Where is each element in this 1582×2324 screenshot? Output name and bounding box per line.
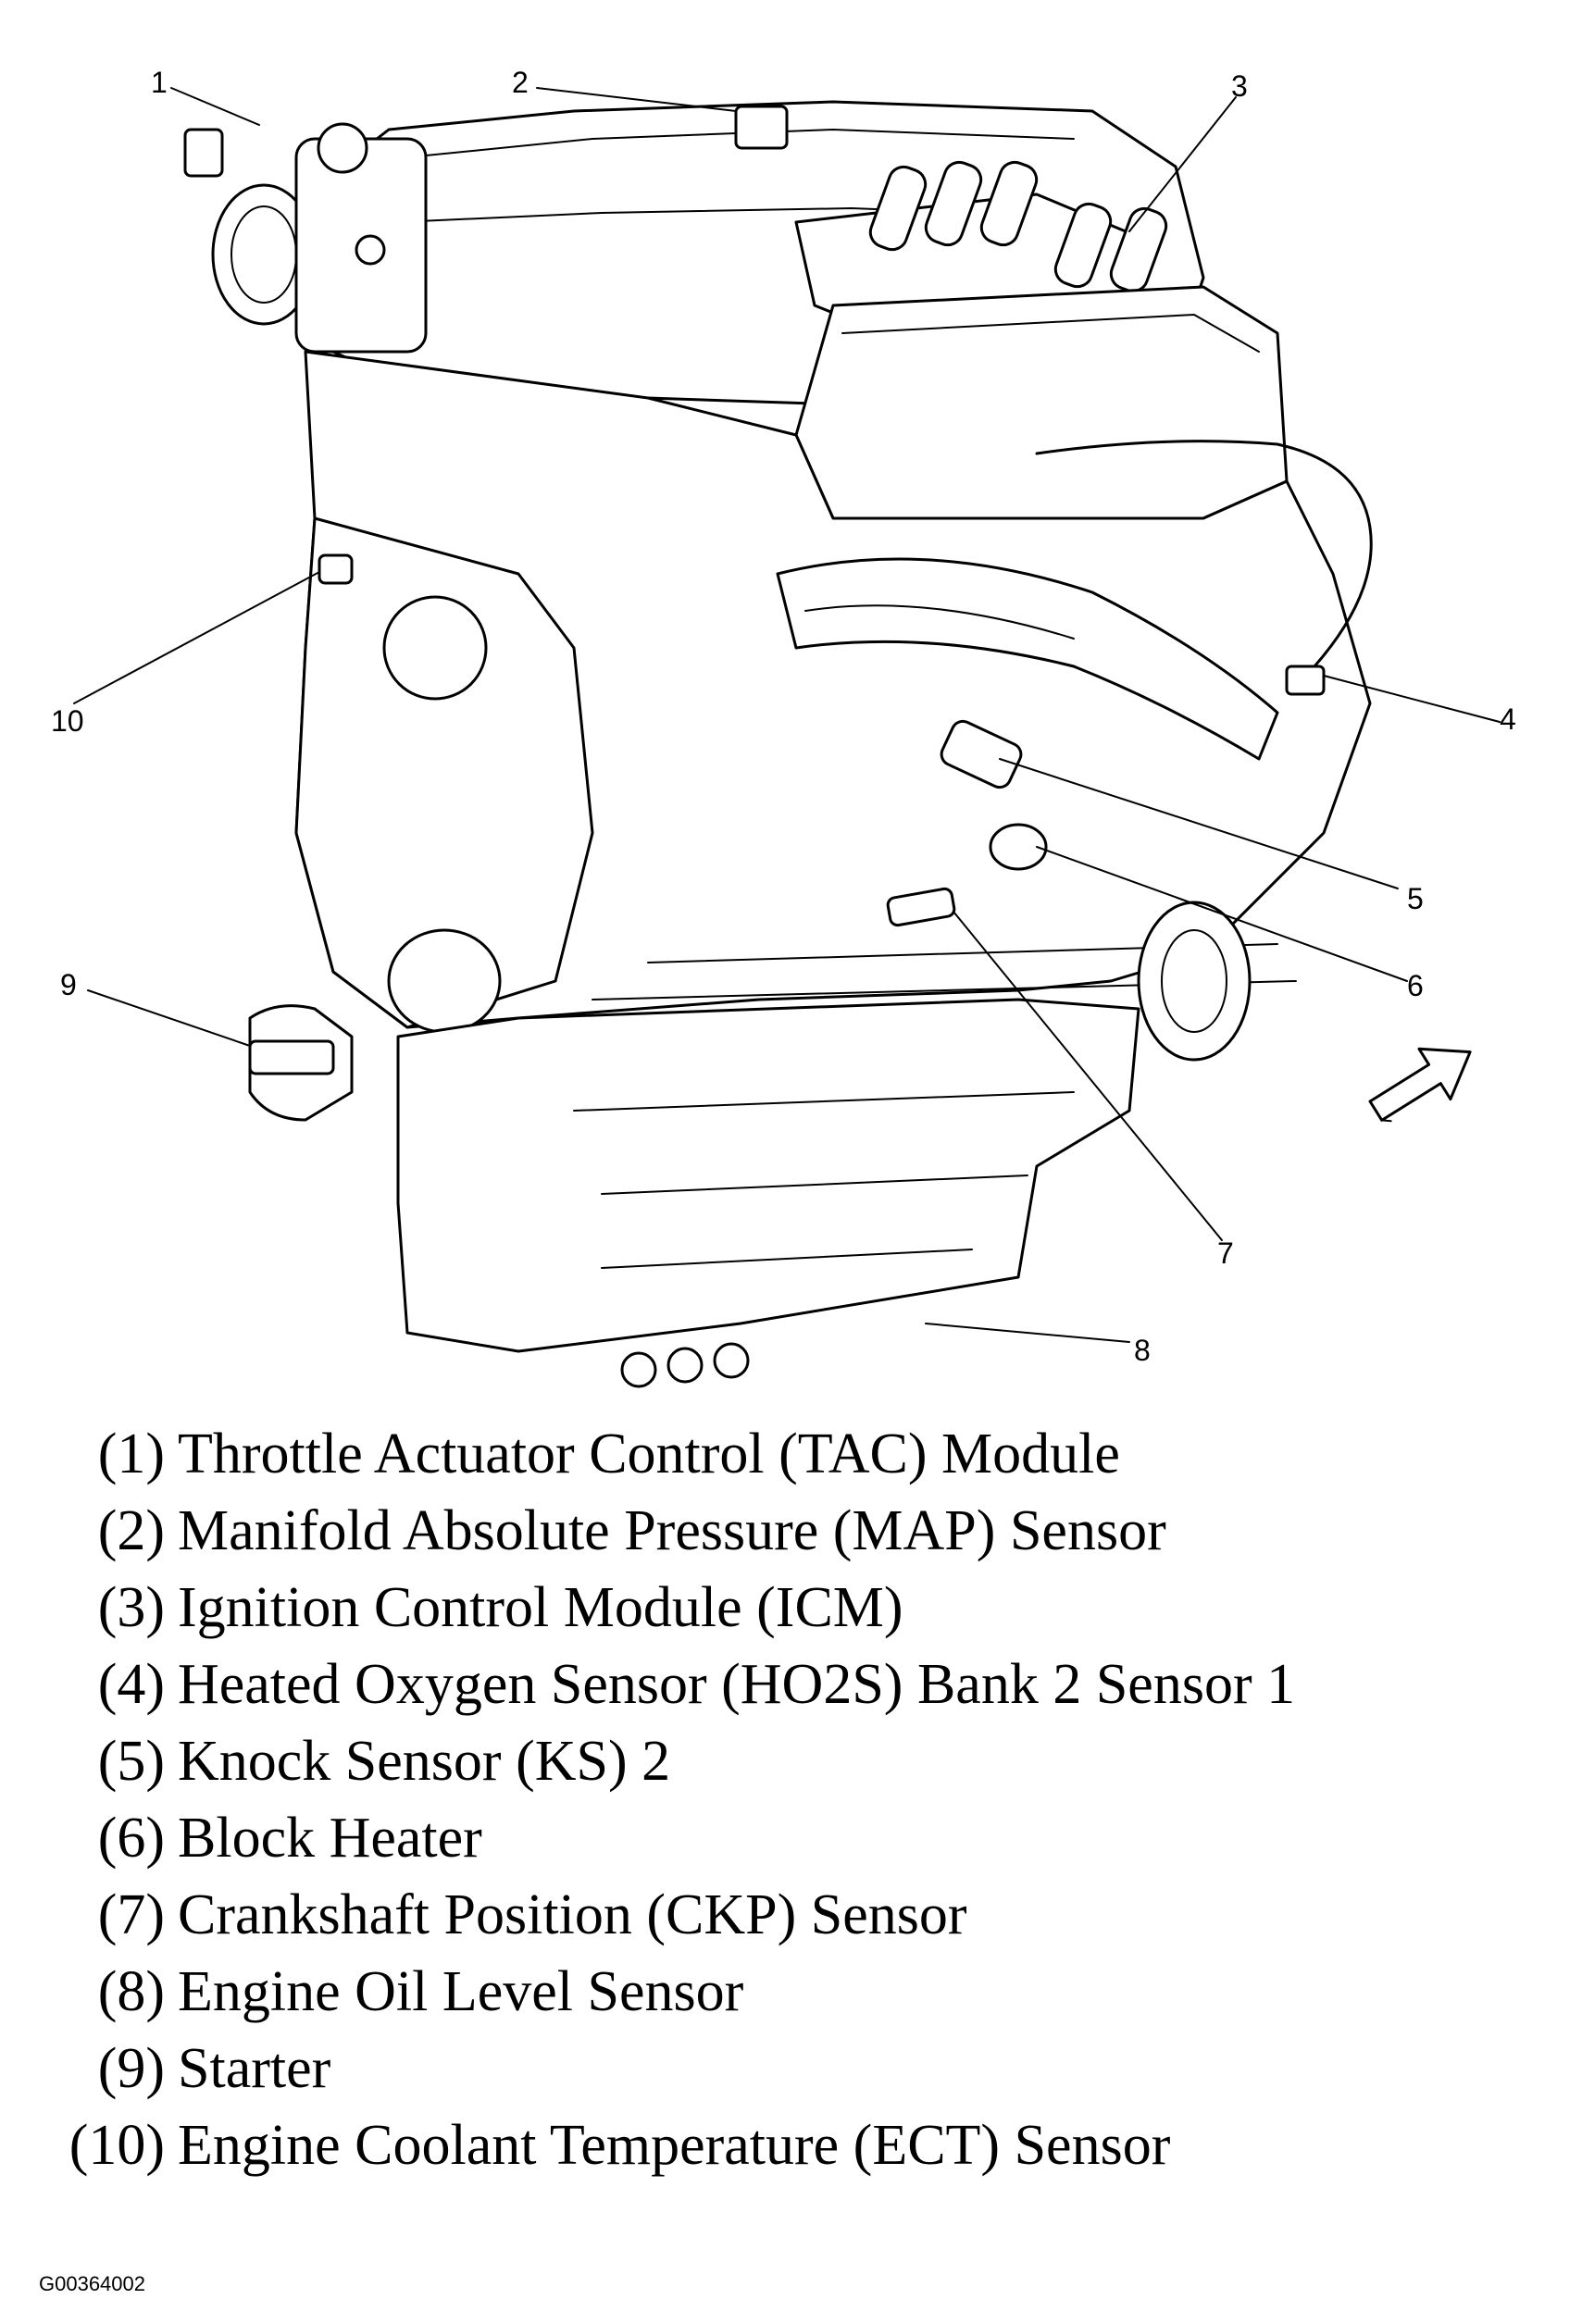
legend-item-9: (9)Starter — [56, 2031, 1537, 2107]
legend-item-5: (5)Knock Sensor (KS) 2 — [56, 1723, 1537, 1800]
direction-arrow-icon — [1368, 1047, 1472, 1123]
legend-label: Engine Coolant Temperature (ECT) Sensor — [178, 2114, 1171, 2177]
engine-diagram: 1 2 3 4 5 6 7 8 9 10 — [51, 66, 1516, 1388]
legend-item-4: (4)Heated Oxygen Sensor (HO2S) Bank 2 Se… — [56, 1647, 1537, 1723]
callout-3: 3 — [1231, 69, 1248, 103]
legend-num: (9) — [97, 2037, 165, 2100]
legend-item-6: (6)Block Heater — [56, 1800, 1537, 1877]
legend-label: Manifold Absolute Pressure (MAP) Sensor — [178, 1499, 1166, 1562]
legend: (1)Throttle Actuator Control (TAC) Modul… — [56, 1416, 1537, 2184]
legend-num: (2) — [97, 1499, 165, 1562]
legend-num: (5) — [97, 1730, 165, 1793]
callout-numbers: 1 2 3 4 5 6 7 8 9 10 — [51, 66, 1516, 1367]
legend-item-2: (2)Manifold Absolute Pressure (MAP) Sens… — [56, 1493, 1537, 1570]
legend-item-1: (1)Throttle Actuator Control (TAC) Modul… — [56, 1416, 1537, 1493]
callout-7: 7 — [1217, 1237, 1234, 1270]
legend-num: (10) — [69, 2114, 165, 2177]
legend-item-7: (7)Crankshaft Position (CKP) Sensor — [56, 1877, 1537, 1954]
legend-label: Crankshaft Position (CKP) Sensor — [178, 1883, 967, 1946]
legend-label: Starter — [178, 2037, 331, 2100]
legend-item-3: (3)Ignition Control Module (ICM) — [56, 1570, 1537, 1647]
legend-item-8: (8)Engine Oil Level Sensor — [56, 1954, 1537, 2031]
legend-label: Ignition Control Module (ICM) — [178, 1576, 903, 1639]
legend-item-10: (10)Engine Coolant Temperature (ECT) Sen… — [56, 2107, 1537, 2184]
legend-label: Heated Oxygen Sensor (HO2S) Bank 2 Senso… — [178, 1653, 1296, 1716]
callout-6: 6 — [1407, 969, 1424, 1002]
callout-2: 2 — [512, 66, 529, 99]
engine-illustration — [183, 100, 1373, 1388]
callout-4: 4 — [1500, 702, 1516, 736]
legend-num: (4) — [97, 1653, 165, 1716]
callout-5: 5 — [1407, 882, 1424, 915]
callout-9: 9 — [60, 968, 77, 1001]
legend-label: Throttle Actuator Control (TAC) Module — [178, 1423, 1120, 1485]
legend-label: Engine Oil Level Sensor — [178, 1960, 744, 2023]
callout-1: 1 — [151, 66, 168, 99]
legend-num: (7) — [97, 1883, 165, 1946]
legend-label: Knock Sensor (KS) 2 — [178, 1730, 671, 1793]
leader-lines — [73, 87, 1501, 1343]
legend-label: Block Heater — [178, 1807, 482, 1870]
legend-num: (1) — [97, 1423, 165, 1485]
legend-num: (3) — [97, 1576, 165, 1639]
figure-code: G00364002 — [39, 2272, 145, 2295]
callout-10: 10 — [51, 704, 84, 738]
legend-num: (6) — [97, 1807, 165, 1870]
callout-8: 8 — [1134, 1334, 1151, 1367]
legend-num: (8) — [97, 1960, 165, 2023]
